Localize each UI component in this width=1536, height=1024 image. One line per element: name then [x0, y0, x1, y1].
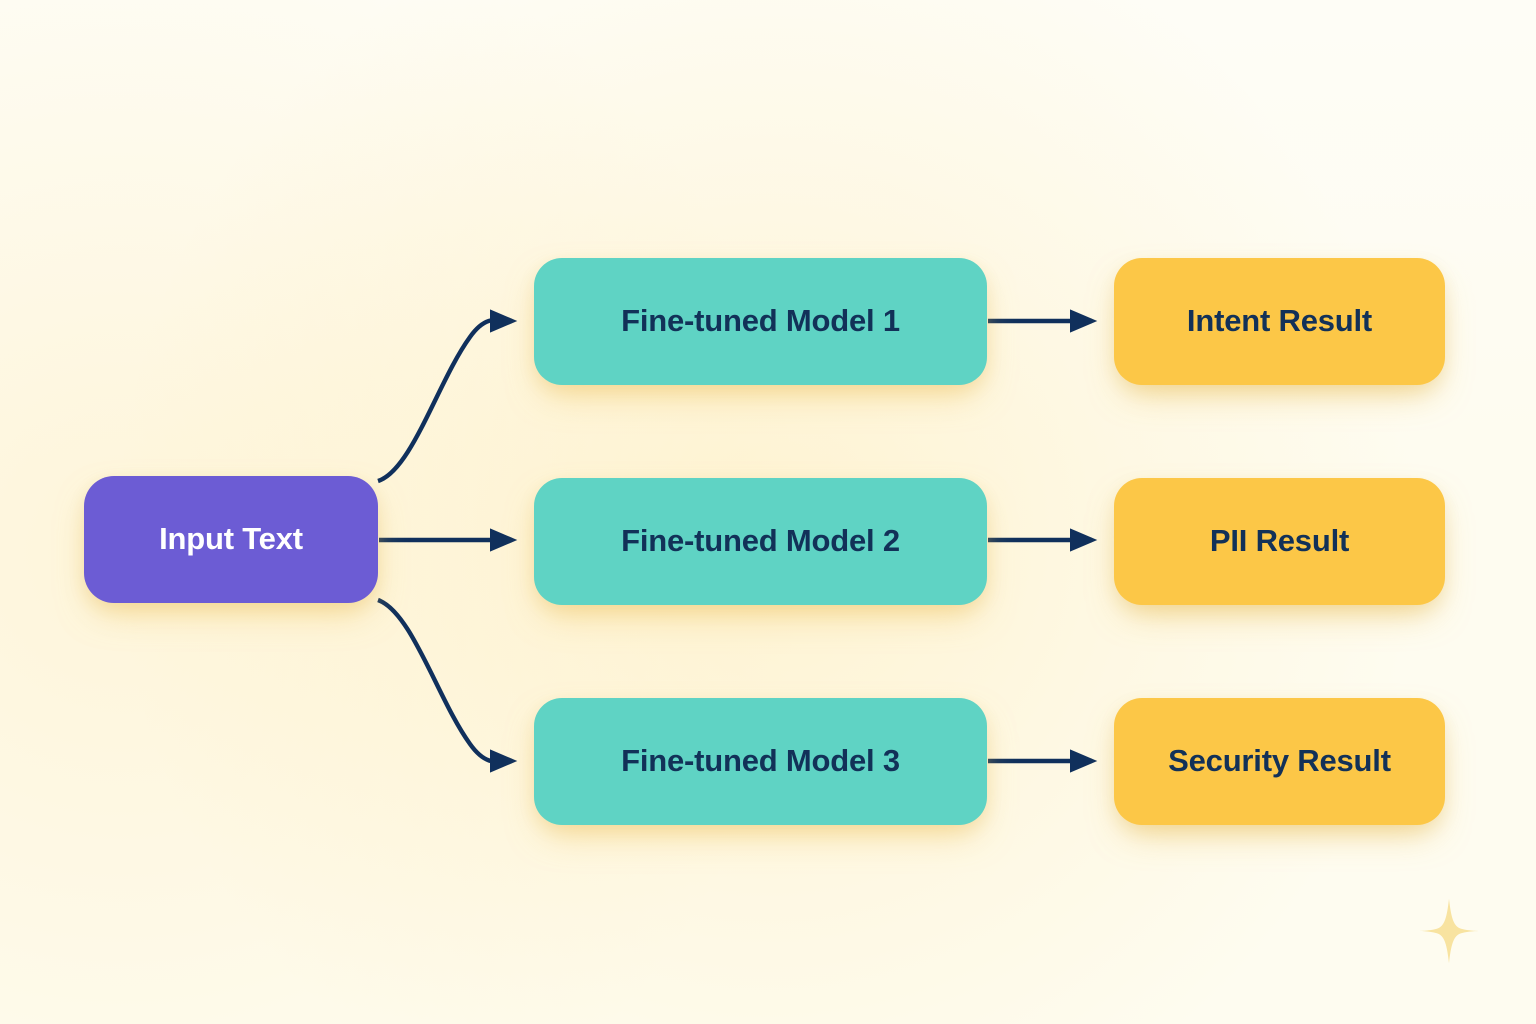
node-security-result-label: Security Result	[1168, 743, 1391, 779]
node-fine-tuned-model-2[interactable]: Fine-tuned Model 2	[534, 478, 987, 605]
node-intent-result[interactable]: Intent Result	[1114, 258, 1445, 385]
node-input-text[interactable]: Input Text	[84, 476, 378, 603]
node-fine-tuned-model-2-label: Fine-tuned Model 2	[621, 523, 900, 559]
node-security-result[interactable]: Security Result	[1114, 698, 1445, 825]
node-fine-tuned-model-3[interactable]: Fine-tuned Model 3	[534, 698, 987, 825]
connector-input-to-model-3	[377, 597, 518, 773]
node-intent-result-label: Intent Result	[1186, 303, 1373, 339]
node-input-text-label: Input Text	[159, 521, 303, 557]
connector-input-to-model-1	[377, 309, 518, 484]
node-fine-tuned-model-3-label: Fine-tuned Model 3	[621, 743, 900, 779]
node-fine-tuned-model-1-label: Fine-tuned Model 1	[621, 303, 900, 339]
node-pii-result[interactable]: PII Result	[1114, 478, 1445, 605]
node-pii-result-label: PII Result	[1209, 523, 1350, 559]
node-fine-tuned-model-1[interactable]: Fine-tuned Model 1	[534, 258, 987, 385]
